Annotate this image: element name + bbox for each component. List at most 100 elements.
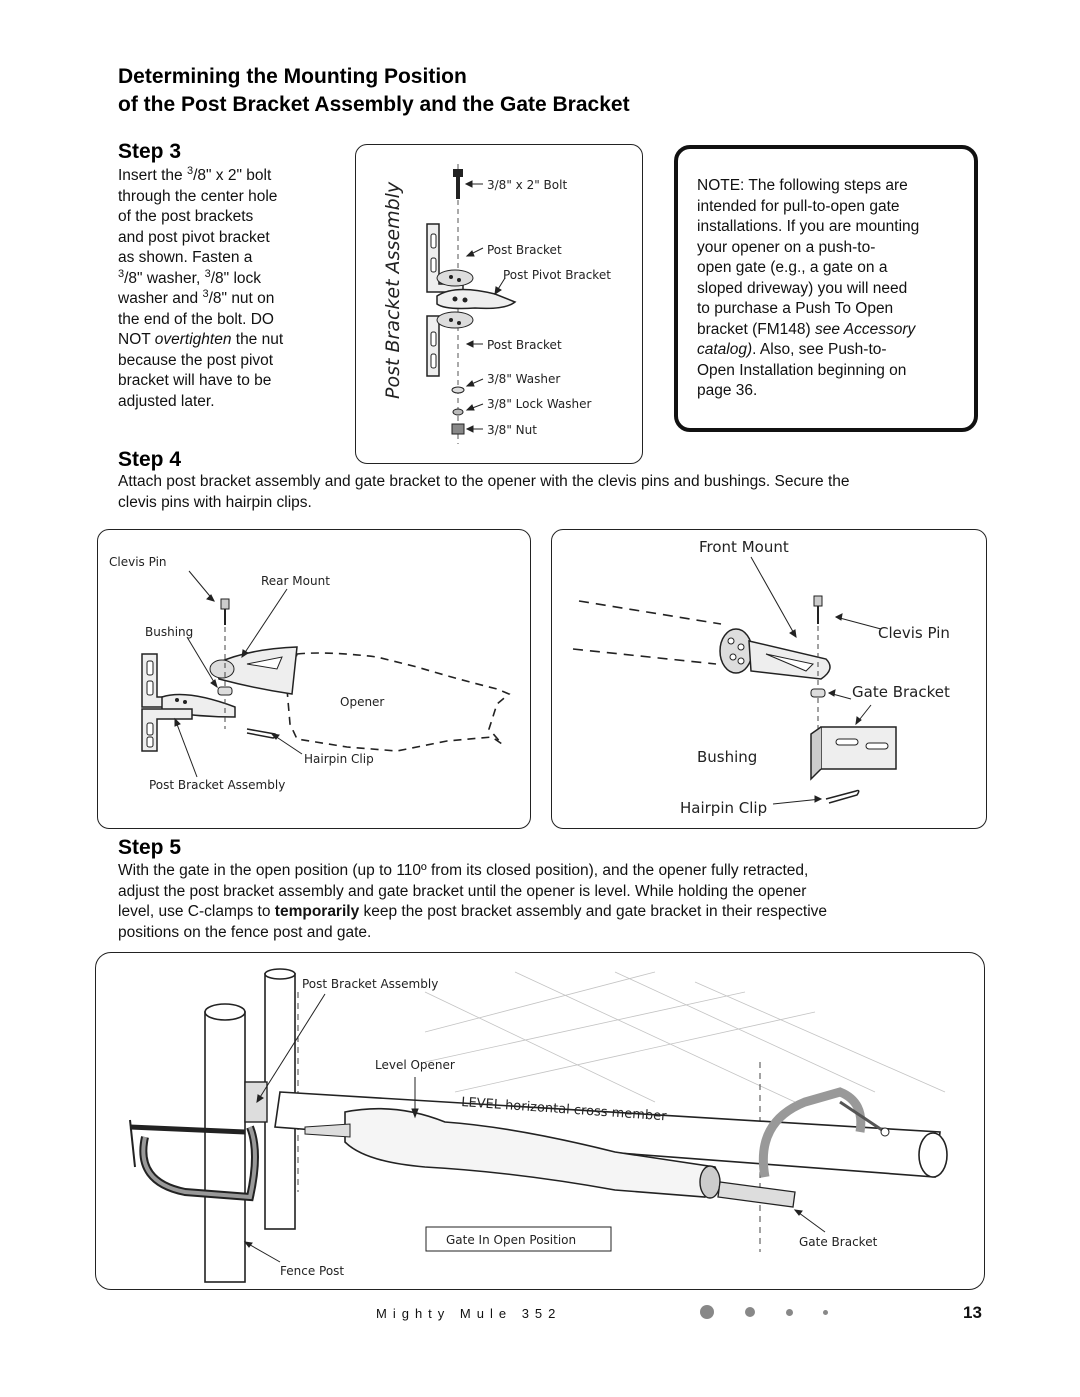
label-front-mount: Front Mount: [699, 538, 789, 556]
label-level-opener: Level Opener: [375, 1058, 455, 1072]
note-text: NOTE: The following steps are intended f…: [697, 176, 967, 402]
note-line-1: NOTE: The following steps are: [697, 177, 908, 194]
label-nut: 3/8" Nut: [487, 423, 537, 437]
front-mount-diagram: Front Mount Clevis Pin Gate Bracket Bush…: [572, 538, 950, 817]
note-line-9: catalog). Also, see Push-to-: [697, 341, 887, 358]
label-post-pivot-bracket: Post Pivot Bracket: [503, 268, 611, 282]
footer-dot-3: [786, 1309, 793, 1316]
rear-mount-icon: [209, 646, 298, 695]
nut-icon: [451, 423, 465, 435]
front-bushing-icon: [810, 688, 826, 698]
step4-text: Attach post bracket assembly and gate br…: [118, 472, 998, 513]
step4-line-1: Attach post bracket assembly and gate br…: [118, 473, 850, 490]
label-washer: 3/8" Washer: [487, 372, 560, 386]
step3-line-9: NOT overtighten the nut: [118, 331, 284, 348]
note-line-7: to purchase a Push To Open: [697, 300, 894, 317]
label-gate-open-position: Gate In Open Position: [446, 1233, 576, 1247]
step3-line-4: and post pivot bracket: [118, 228, 270, 246]
label-front-hairpin-clip: Hairpin Clip: [680, 799, 767, 817]
post-bracket-assembly-icon: [141, 653, 236, 752]
gate-open-position-box: [425, 1226, 612, 1252]
step3-line-10: because the post pivot: [118, 351, 274, 369]
gate-cross-member-icon: [274, 1091, 948, 1178]
lock-washer-icon: [452, 408, 464, 416]
note-line-10: Open Installation beginning on: [697, 361, 907, 379]
label-post-bracket-assembly: Post Bracket Assembly: [149, 778, 285, 792]
label-rear-mount: Rear Mount: [261, 574, 330, 588]
label-post-bracket-top: Post Bracket: [487, 243, 562, 257]
bushing-icon: [217, 686, 233, 696]
front-clevis-pin-icon: [813, 595, 823, 607]
step3-line-2: through the center hole: [118, 187, 278, 205]
label-step5-gate-bracket: Gate Bracket: [799, 1235, 878, 1249]
step5-line-3-pre: level, use C-clamps to: [118, 903, 275, 920]
c-clamp-left-icon: [129, 1119, 259, 1202]
step3-line-6: 3/8" washer, 3/8" lock: [118, 267, 262, 287]
page-number: 13: [963, 1303, 982, 1322]
post-bracket-icon: [244, 1081, 268, 1123]
step3-line-3: of the post brackets: [118, 208, 254, 225]
step3-line-7: washer and 3/8" nut on: [118, 287, 275, 307]
post-bracket-assembly-side-label: Post Bracket Assembly: [382, 181, 404, 399]
note-box: [674, 145, 978, 432]
post-bracket-top-icon: [426, 223, 474, 293]
footer-dot-1: [700, 1305, 714, 1319]
step5-line-3-post: keep the post bracket assembly and gate …: [359, 903, 828, 920]
step5-title: Step 5: [118, 836, 182, 859]
step3-instructions: Insert the 3/8" x 2" bolt through the ce…: [118, 164, 318, 412]
clevis-pin-icon: [220, 598, 230, 610]
step3-line-8: the end of the bolt. DO: [118, 310, 274, 328]
footer-dot-4: [823, 1310, 828, 1315]
heading-line-2: of the Post Bracket Assembly and the Gat…: [118, 93, 630, 116]
step5-diagram-frame: [95, 952, 985, 1290]
step5-text: With the gate in the open position (up t…: [118, 861, 998, 943]
label-step5-post-bracket-assembly: Post Bracket Assembly: [302, 977, 438, 991]
label-fence-post: Fence Post: [280, 1264, 344, 1278]
note-line-11: page 36.: [697, 382, 758, 399]
front-mount-diagram-frame: [551, 529, 987, 829]
note-line-5: open gate (e.g., a gate on a: [697, 259, 888, 276]
washer-icon: [451, 386, 465, 394]
label-bolt: 3/8" x 2" Bolt: [487, 178, 567, 192]
heading-line-1: Determining the Mounting Position: [118, 65, 467, 88]
opener-icon: [304, 1107, 721, 1199]
label-post-bracket-bottom: Post Bracket: [487, 338, 562, 352]
label-opener: Opener: [340, 695, 384, 709]
rear-mount-diagram-frame: [97, 529, 531, 829]
label-rear-bushing: Bushing: [145, 625, 193, 639]
note-line-4: your opener on a push-to-: [697, 238, 876, 256]
step3-line-11: bracket will have to be: [118, 372, 272, 389]
footer-product-name: Mighty Mule 352: [376, 1306, 562, 1321]
label-front-bushing: Bushing: [697, 748, 757, 766]
label-rear-clevis-pin: Clevis Pin: [109, 555, 167, 569]
label-gate-bracket: Gate Bracket: [852, 683, 950, 701]
note-line-8: bracket (FM148) see Accessory: [697, 320, 916, 338]
note-line-2: intended for pull-to-open gate: [697, 197, 900, 215]
step3-title: Step 3: [118, 140, 182, 163]
note-line-3: installations. If you are mounting: [697, 218, 920, 235]
post-bracket-exploded-diagram: Post Bracket Assembly 3/8: [382, 164, 611, 444]
footer-dot-2: [745, 1307, 755, 1317]
c-clamp-right-icon: [758, 1087, 890, 1178]
step4-line-2: clevis pins with hairpin clips.: [118, 493, 312, 511]
step5-line-1: With the gate in the open position (up t…: [118, 862, 809, 879]
label-rear-hairpin-clip: Hairpin Clip: [304, 752, 374, 766]
step5-line-3: level, use C-clamps to temporarily keep …: [118, 902, 998, 923]
step5-line-3-bold: temporarily: [274, 903, 360, 920]
post-bracket-bottom-icon: [426, 311, 474, 377]
hairpin-clip-icon: [246, 728, 278, 739]
post-pivot-bracket-icon: [436, 288, 517, 310]
label-lock-washer: 3/8" Lock Washer: [487, 397, 592, 411]
step5-line-2: adjust the post bracket assembly and gat…: [118, 882, 807, 900]
step3-diagram-frame: [355, 144, 643, 464]
gate-bracket-on-gate-icon: [717, 1181, 796, 1208]
front-mount-icon: [719, 628, 831, 680]
rear-mount-diagram: Clevis Pin Rear Mount Bushing Opener Hai…: [109, 555, 511, 792]
note-line-6: sloped driveway) you will need: [697, 279, 908, 297]
front-hairpin-clip-icon: [825, 789, 860, 804]
step3-line-12: adjusted later.: [118, 392, 215, 410]
step3-line-1: Insert the 3/8" x 2" bolt: [118, 164, 272, 184]
bolt-icon: [453, 169, 463, 199]
gate-bracket-icon: [810, 726, 897, 781]
level-opener-diagram: Post Bracket Assembly Level Opener LEVEL…: [129, 968, 948, 1283]
